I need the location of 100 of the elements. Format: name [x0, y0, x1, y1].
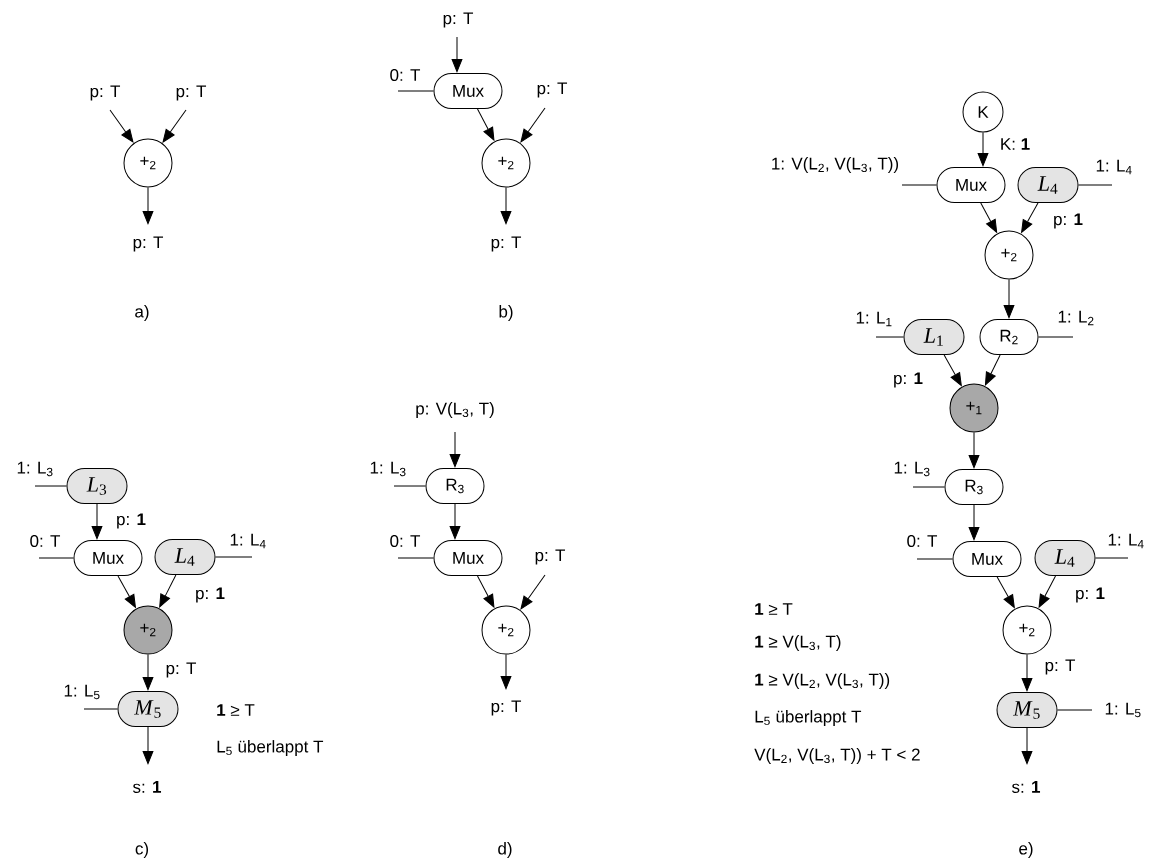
variable-box: L$_{4}$ [1034, 540, 1096, 576]
edge-label: p: T [164, 661, 198, 679]
variable-box: L$_{4}$ [154, 539, 216, 575]
block-box: R$_{2}$ [979, 319, 1039, 355]
edge-label: p: T [1043, 658, 1077, 676]
variable-box: M$_{5}$ [117, 691, 179, 727]
arrow [1021, 727, 1033, 765]
edge-label: 1: L$_{2}$ [1056, 309, 1096, 327]
connection-line [83, 708, 118, 710]
edge-label: 1: L$_{3}$ [368, 460, 408, 478]
edge-label: 1: L$_{5}$ [1103, 701, 1143, 719]
block-box: R$_{3}$ [944, 469, 1004, 505]
edge-label: 1: L$_{5}$ [62, 683, 102, 701]
arrow [984, 354, 1001, 386]
connection-line [34, 485, 67, 487]
edge-label: p: 1 [1052, 212, 1084, 230]
connection-line [1078, 184, 1113, 186]
connection-line [916, 558, 953, 560]
edge-label: p: T [88, 84, 122, 102]
arrow [142, 726, 154, 765]
edge-label: 1: L$_{4}$ [1094, 158, 1134, 176]
connection-line [1038, 336, 1074, 338]
arrow [117, 575, 136, 608]
block-box: Mux [936, 167, 1006, 203]
variable-box: M$_{5}$ [996, 692, 1058, 728]
edge-label: 0: T [388, 68, 422, 82]
arrow [500, 187, 512, 225]
connection-line [38, 557, 74, 559]
arrow [477, 575, 495, 608]
edge-label: s: 1 [131, 780, 163, 794]
edge-label: s: 1 [1010, 780, 1042, 794]
connection-line [1095, 557, 1129, 559]
edge-label: p: 1 [115, 512, 147, 530]
constraint-text: 1 ≥ T [217, 704, 255, 716]
panel-label: a) [135, 305, 149, 321]
edge-label: K: 1 [998, 137, 1032, 151]
edge-label: 1: L$_{3}$ [892, 460, 932, 478]
block-box: R$_{3}$ [425, 468, 485, 504]
arrow [1021, 202, 1039, 233]
arrow [500, 654, 512, 690]
panel-label: d) [498, 842, 512, 858]
edge-label: p: 1 [194, 586, 226, 604]
arrow [142, 654, 154, 691]
connection-line [901, 184, 937, 186]
arrow [109, 109, 134, 143]
connection-line [912, 486, 945, 488]
block-box: Mux [952, 541, 1022, 577]
arrow [520, 107, 546, 143]
arrow [142, 187, 154, 225]
connection-line [215, 556, 253, 558]
arrow [943, 354, 962, 386]
edge-label: 1: L$_{1}$ [854, 310, 894, 328]
edge-label: 1: L$_{3}$ [15, 460, 55, 478]
connection-line [1057, 709, 1093, 711]
constraint-text: 1 ≥ T [755, 603, 793, 615]
block-box: Mux [433, 540, 503, 576]
edge-label: p: V(L$_{3}$, T) [414, 401, 496, 419]
edge-label: 1: L$_{4}$ [1106, 532, 1146, 550]
edge-label: p: T [535, 81, 569, 99]
connection-line [397, 557, 434, 559]
constraint-text: 1 ≥ V(L$_{3}$, T) [755, 635, 841, 651]
arrow [449, 503, 461, 540]
constraint-text: 1 ≥ V(L$_{2}$, V(L$_{3}$, T)) [755, 673, 890, 689]
arrow [968, 432, 980, 469]
arrow [449, 431, 461, 468]
edge-label: 0: T [388, 534, 422, 549]
arrow [996, 576, 1015, 608]
connection-line [397, 90, 434, 92]
arrow [162, 109, 187, 143]
variable-box: L$_{3}$ [66, 468, 128, 504]
edge-label: p: 1 [1074, 586, 1106, 604]
edge-label: 1: L$_{4}$ [228, 532, 268, 550]
block-box: Mux [433, 73, 503, 109]
connection-line [875, 336, 904, 338]
constraint-text: V(L$_{2}$, V(L$_{3}$, T)) + T < 2 [754, 748, 920, 764]
constraint-text: L$_{5}$ überlappt T [755, 710, 862, 726]
edge-label: p: T [489, 699, 523, 717]
edge-label: 1: V(L$_{2}$, V(L$_{3}$, T)) [769, 156, 901, 174]
arrow [968, 504, 980, 541]
arrow [1021, 654, 1033, 692]
panel-label: e) [1019, 842, 1033, 858]
connection-line [393, 485, 426, 487]
edge-label: p: T [489, 235, 523, 253]
edge-label: p: T [174, 84, 208, 102]
arrow [520, 574, 546, 610]
edge-label: p: T [533, 548, 567, 566]
arrow [159, 574, 177, 608]
arrow [980, 202, 998, 233]
arrow [1003, 279, 1015, 319]
variable-box: L$_{1}$ [903, 319, 965, 355]
edge-label: 0: T [28, 534, 62, 549]
variable-box: L$_{4}$ [1017, 167, 1079, 203]
arrow [451, 36, 463, 73]
arrow [91, 503, 103, 540]
panel-label: b) [499, 305, 513, 321]
constraint-text: L$_{5}$ überlappt T [217, 740, 324, 756]
arrow [977, 132, 989, 167]
arrow [1038, 575, 1056, 608]
panel-label: c) [135, 842, 149, 858]
edge-label: p: T [131, 235, 165, 253]
